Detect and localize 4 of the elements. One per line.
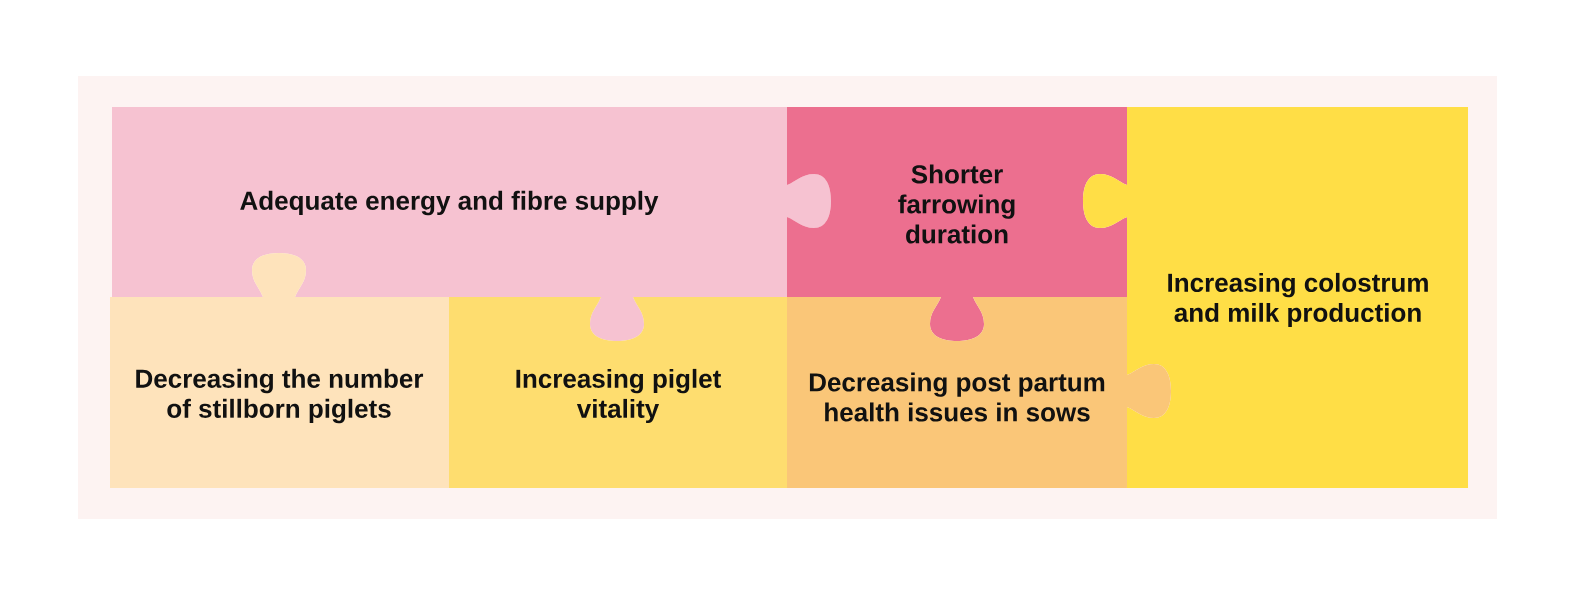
puzzle-piece: Shorter farrowing duration [787, 107, 1127, 341]
puzzle-piece: Increasing piglet vitality [449, 297, 787, 488]
puzzle-piece: Decreasing post partum health issues in sows [787, 297, 1171, 488]
puzzle-piece: Adequate energy and fibre supply [112, 107, 831, 341]
